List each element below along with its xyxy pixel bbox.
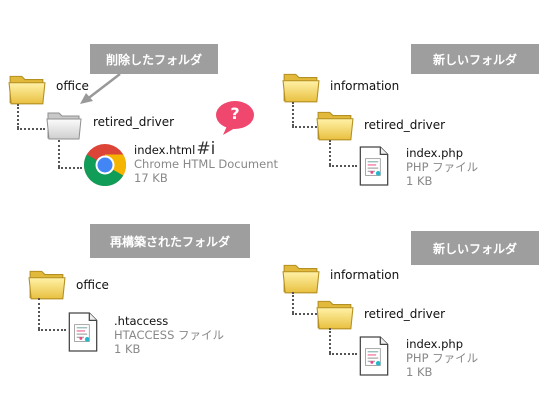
file-type: HTACCESS ファイル [114,328,225,342]
tree-line [17,104,19,128]
information-folder-icon [282,259,320,295]
new-folder-header-top: 新しいフォルダ [411,44,539,74]
retired-driver-folder-icon [316,295,354,331]
php-file-info: index.php PHP ファイル 1 KB [406,146,478,188]
tree-line [292,126,317,128]
tree-line [17,128,45,130]
retired-driver-folder-label: retired_driver [364,118,446,132]
office-folder-icon [28,265,66,301]
tree-line [329,140,331,165]
file-name: .htaccess [114,314,169,328]
file-size: 1 KB [406,174,433,188]
tree-line [38,298,40,329]
file-name: index.php [406,337,464,351]
chrome-icon [83,144,127,187]
file-size: 1 KB [114,342,141,356]
php-file-icon [358,336,390,376]
retired-driver-folder-label: retired_driver [93,115,175,129]
question-mark: ? [230,104,240,123]
question-bubble: ? [215,100,255,136]
tree-line [329,328,331,353]
deleted-folder-header: 削除したフォルダ [90,44,218,74]
file-type: Chrome HTML Document [134,157,278,171]
htaccess-file-info: .htaccess HTACCESS ファイル 1 KB [114,314,224,356]
rebuilt-folder-header: 再構築されたフォルダ [90,224,250,258]
file-size: 1 KB [406,365,433,379]
file-type: PHP ファイル [406,351,479,365]
tree-line [292,102,294,126]
information-folder-label: information [330,79,400,93]
file-name: index.html [134,143,196,157]
tree-line [329,353,357,355]
deleted-folder-icon [46,106,82,142]
information-folder-label: information [330,268,400,282]
file-name-suffix: #i [196,139,216,159]
htaccess-file-icon [67,312,99,352]
deleted-file-info: index.html#i Chrome HTML Document 17 KB [134,139,278,186]
file-type: PHP ファイル [406,160,479,174]
file-size: 17 KB [134,171,168,185]
tree-line [58,140,60,167]
pointer-arrow [80,73,121,104]
office-folder-icon [8,70,46,106]
retired-driver-folder-icon [316,106,354,142]
php-file-info: index.php PHP ファイル 1 KB [406,337,478,379]
tree-line [58,167,82,169]
php-file-icon [358,146,390,186]
tree-line [292,313,317,315]
office-folder-label: office [76,278,109,292]
tree-line [329,165,357,167]
file-name: index.php [406,146,464,160]
office-folder-label: office [56,79,89,93]
tree-line [38,329,66,331]
tree-line [292,292,294,313]
information-folder-icon [282,68,320,104]
retired-driver-folder-label: retired_driver [364,307,446,321]
new-folder-header-bottom: 新しいフォルダ [411,231,539,265]
